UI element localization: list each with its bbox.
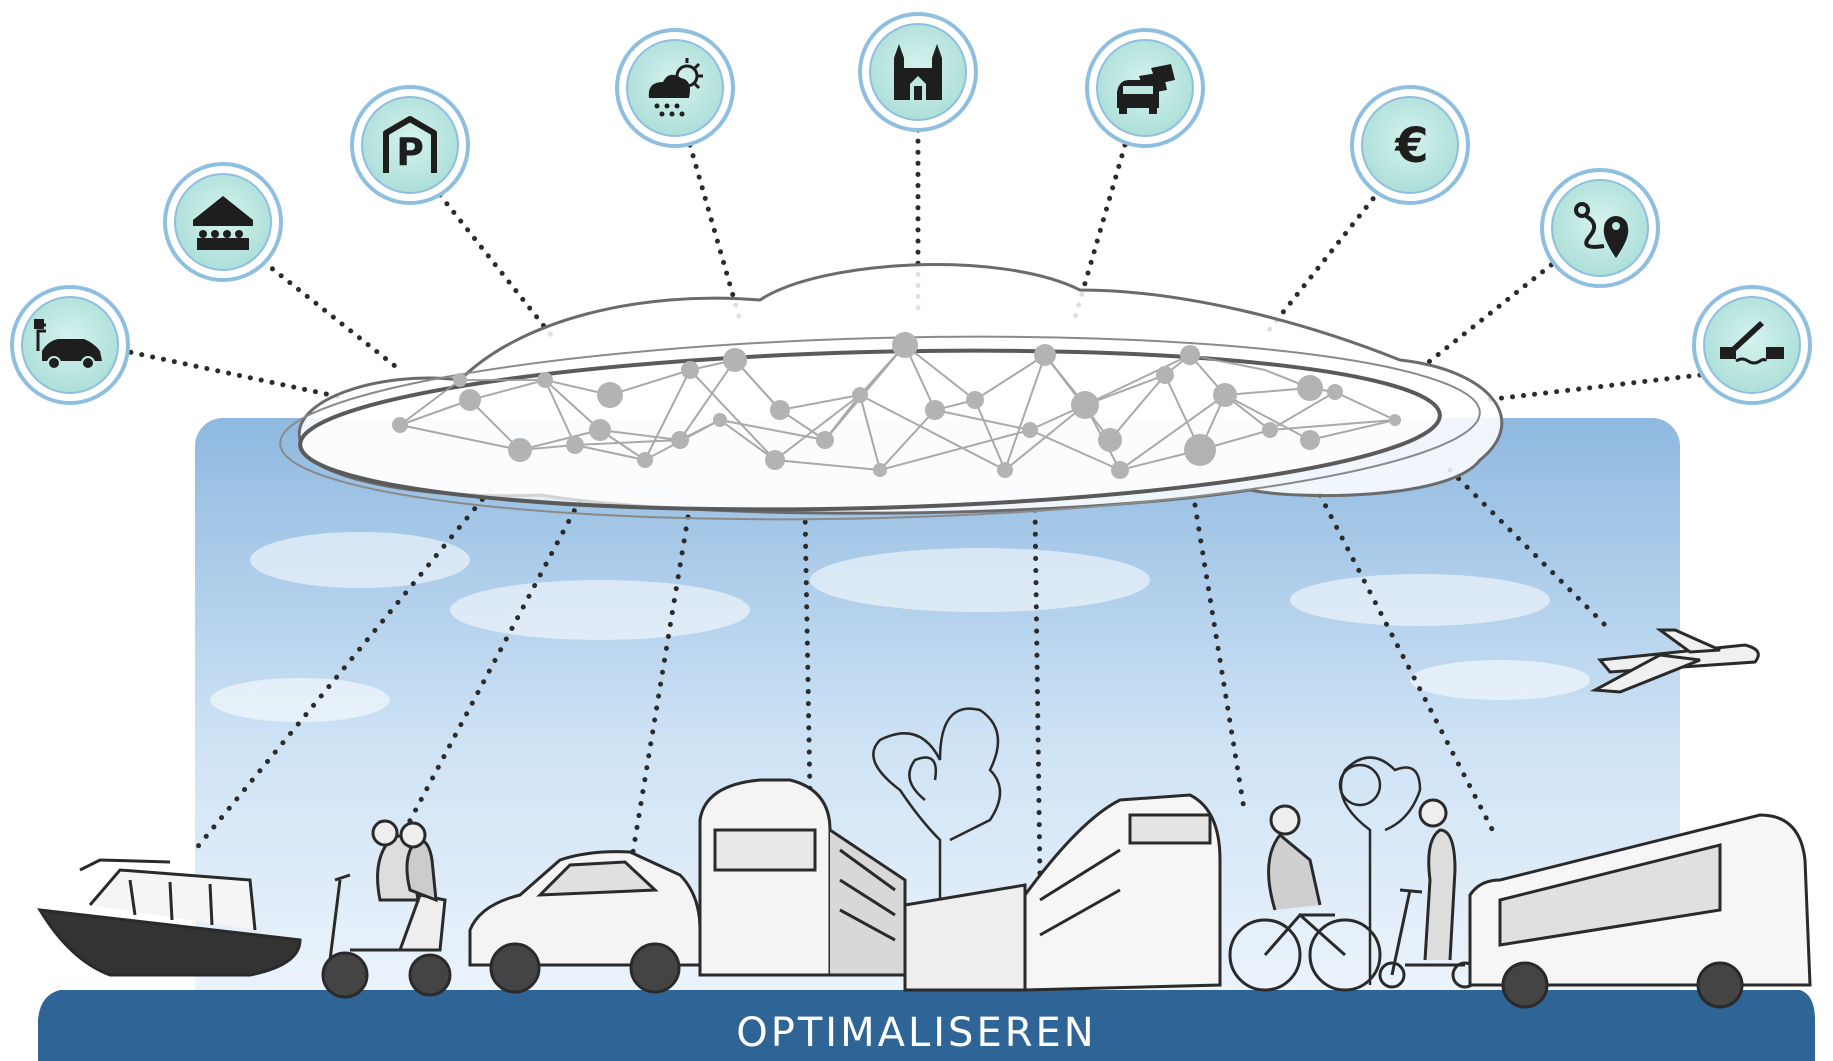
airplane <box>1589 628 1760 694</box>
ev-charging-car-icon <box>10 285 130 405</box>
parking-garage-icon: P <box>350 85 470 205</box>
banner-label: OPTIMALISEREN <box>736 1010 1097 1056</box>
cyclist <box>1228 804 1382 992</box>
optimaliseren-banner <box>38 990 1815 1061</box>
icon-connector-lines <box>117 127 1703 403</box>
sky-clouds <box>210 532 1590 722</box>
euro-icon: € <box>1350 85 1470 205</box>
tree-left <box>872 707 1002 990</box>
drawbridge-icon <box>1692 285 1812 405</box>
event-tent-icon <box>163 162 283 282</box>
boat <box>37 858 302 977</box>
weather-icon <box>615 28 735 148</box>
tram <box>903 793 1222 992</box>
e-step <box>1378 798 1479 989</box>
traffic-jam-icon <box>1085 28 1205 148</box>
vehicle-connector-lines <box>192 467 1613 883</box>
bus <box>1468 813 1812 1009</box>
network-nodes <box>392 332 1401 479</box>
svg-text:€: € <box>1394 118 1428 174</box>
tree-right <box>1338 756 1422 985</box>
church-landmark-icon <box>858 12 978 132</box>
car <box>468 850 702 994</box>
train <box>698 778 907 977</box>
svg-text:P: P <box>396 130 424 174</box>
scooter <box>321 819 452 999</box>
route-location-icon <box>1540 168 1660 288</box>
